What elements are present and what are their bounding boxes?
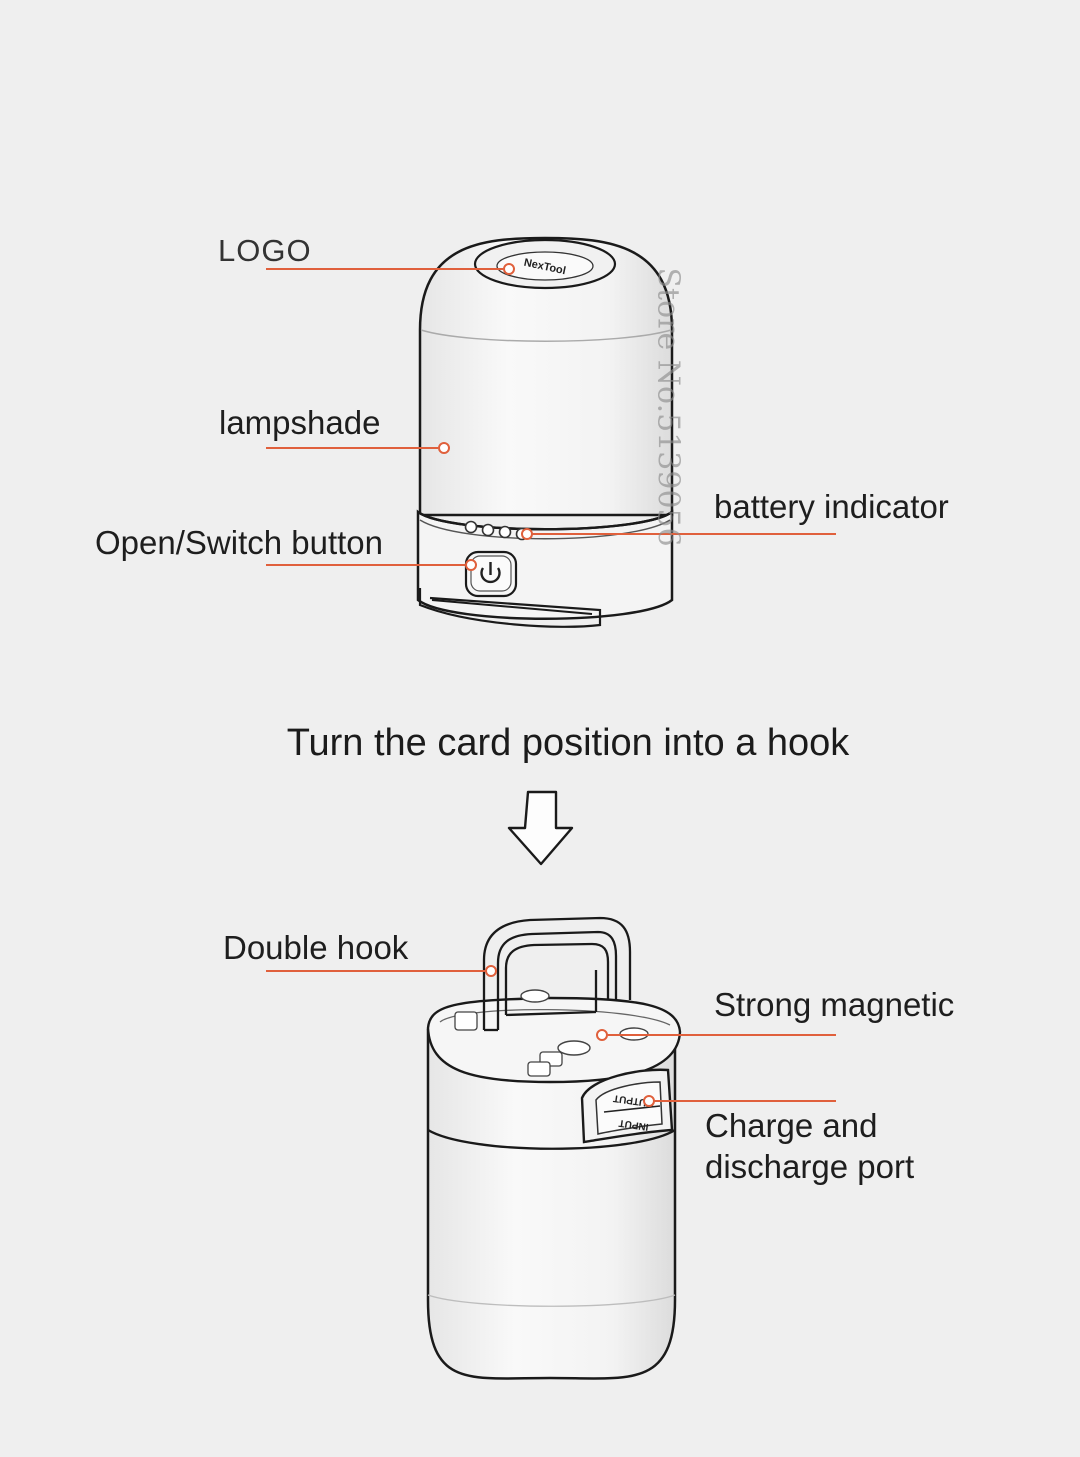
label-double-hook: Double hook xyxy=(223,929,409,966)
label-charge-port-line2: discharge port xyxy=(705,1148,915,1185)
down-arrow-icon xyxy=(507,790,574,866)
label-logo: LOGO xyxy=(218,233,312,268)
store-watermark: Store No.5139056 xyxy=(650,267,686,547)
double-hook-handle xyxy=(482,916,632,1032)
callout-lines-hook xyxy=(266,965,836,1107)
label-open-switch-button: Open/Switch button xyxy=(95,524,384,561)
port-input-label: INPUT xyxy=(618,1117,649,1132)
label-strong-magnetic: Strong magnetic xyxy=(714,986,955,1023)
label-lampshade: lampshade xyxy=(219,404,381,441)
label-charge-discharge-port: Charge and discharge port xyxy=(705,1105,1005,1187)
top-plate xyxy=(426,996,682,1084)
lamp-hook-view: OUTPUT INPUT xyxy=(426,916,682,1380)
callout-lines-front xyxy=(266,263,836,571)
battery-indicator-leds xyxy=(464,520,529,541)
power-button-icon xyxy=(464,550,518,598)
card-slot xyxy=(418,588,602,628)
label-battery-indicator: battery indicator xyxy=(714,488,949,525)
label-charge-port-line1: Charge and xyxy=(705,1107,878,1144)
charge-port-cover: OUTPUT INPUT xyxy=(580,1068,674,1144)
caption-hook-conversion: Turn the card position into a hook xyxy=(286,722,850,764)
lampshade-body xyxy=(418,236,674,517)
lamp-front-view: NexTool xyxy=(416,236,674,628)
